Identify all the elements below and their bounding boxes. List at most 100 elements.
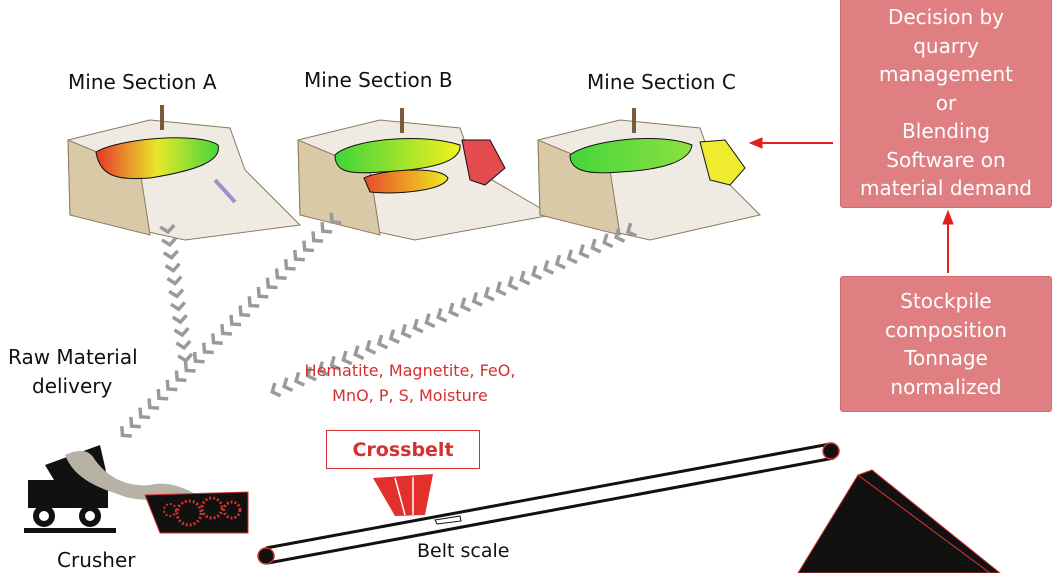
mine-section-b-label: Mine Section B bbox=[304, 68, 453, 92]
crossbelt-label-box: Crossbelt bbox=[326, 430, 480, 469]
chevron-mark bbox=[311, 231, 324, 243]
elements-line-1: Hematite, Magnetite, FeO, bbox=[304, 361, 516, 380]
chevron-mark bbox=[507, 275, 519, 291]
chevron-mark bbox=[265, 277, 278, 290]
chevron-mark bbox=[448, 302, 460, 318]
decision-line: Decision by bbox=[887, 5, 1005, 30]
chevron-mark bbox=[317, 361, 329, 377]
chevron-mark bbox=[353, 345, 365, 361]
chevron-mark bbox=[183, 361, 196, 373]
chevron-mark bbox=[293, 249, 305, 262]
chevron-mark bbox=[166, 275, 183, 286]
chevron-mark bbox=[164, 262, 181, 273]
chevron-mark bbox=[247, 296, 260, 308]
chevron-mark bbox=[302, 240, 314, 253]
chevron-mark bbox=[174, 370, 187, 383]
chevron-mark bbox=[320, 221, 333, 234]
chevron-mark bbox=[201, 342, 214, 355]
chevron-mark bbox=[156, 388, 169, 401]
raw-material-delivery-label: Raw Material delivery bbox=[8, 343, 138, 401]
decision-line: Software on bbox=[886, 147, 1006, 172]
raw-material-line-2: delivery bbox=[32, 374, 113, 398]
chevron-mark bbox=[177, 352, 194, 364]
stockpile-line: Stockpile bbox=[900, 289, 992, 313]
chevron-mark bbox=[147, 398, 160, 410]
chevron-mark bbox=[388, 329, 400, 345]
chevron-mark bbox=[270, 382, 282, 398]
chevron-mark bbox=[424, 313, 436, 329]
chevron-mark bbox=[459, 297, 472, 313]
raw-material-line-1: Raw Material bbox=[8, 345, 138, 369]
delivery-chevron-arrows bbox=[120, 212, 638, 438]
chevron-mark bbox=[138, 407, 151, 420]
chevron-mark bbox=[341, 350, 353, 366]
chevron-mark bbox=[554, 254, 566, 270]
mine-section-a-illustration bbox=[67, 105, 302, 241]
mine-section-c-illustration bbox=[537, 108, 761, 241]
chevron-mark bbox=[519, 270, 531, 286]
chevron-mark bbox=[495, 281, 507, 297]
chevron-mark bbox=[625, 222, 638, 238]
chevron-mark bbox=[329, 212, 342, 225]
mine-section-c-label: Mine Section C bbox=[587, 70, 736, 94]
stockpile-line: composition bbox=[885, 317, 1007, 342]
chevron-mark bbox=[305, 366, 317, 382]
chevron-mark bbox=[578, 243, 590, 259]
chevron-mark bbox=[400, 323, 412, 339]
stockpile-line: normalized bbox=[890, 374, 1002, 399]
chevron-mark bbox=[542, 259, 555, 275]
chevron-mark bbox=[161, 236, 178, 248]
chevron-mark bbox=[471, 291, 483, 307]
chevron-mark bbox=[129, 416, 141, 429]
chevron-mark bbox=[283, 259, 296, 271]
stockpile-composition-box: Stockpile composition Tonnage normalized bbox=[840, 276, 1052, 412]
chevron-mark bbox=[169, 301, 187, 312]
chevron-mark bbox=[162, 249, 179, 261]
red-flow-arrows bbox=[748, 137, 954, 273]
chevron-mark bbox=[120, 426, 132, 438]
decision-line: material demand bbox=[860, 176, 1032, 201]
conveyor-belt bbox=[257, 442, 840, 565]
decision-box: Decision by quarry management or Blendin… bbox=[840, 0, 1052, 208]
chevron-mark bbox=[602, 233, 614, 249]
chevron-mark bbox=[282, 377, 294, 393]
decision-line: or bbox=[935, 90, 957, 115]
decision-line: quarry bbox=[913, 33, 979, 58]
chevron-mark bbox=[159, 223, 176, 235]
crusher-label: Crusher bbox=[57, 548, 136, 572]
chevron-mark bbox=[365, 339, 377, 355]
belt-scale-label: Belt scale bbox=[417, 540, 510, 562]
chevron-mark bbox=[531, 265, 543, 281]
chevron-mark bbox=[229, 314, 242, 327]
chevron-mark bbox=[293, 371, 306, 387]
chevron-mark bbox=[274, 268, 287, 281]
chevron-mark bbox=[192, 351, 205, 364]
crusher-icon bbox=[144, 491, 249, 534]
stockpile-line: Tonnage bbox=[904, 346, 988, 370]
chevron-mark bbox=[238, 305, 251, 318]
chevron-mark bbox=[376, 334, 389, 350]
mine-section-a-label: Mine Section A bbox=[68, 70, 217, 94]
chevron-mark bbox=[329, 355, 341, 371]
decision-line: management bbox=[879, 62, 1013, 87]
dump-truck-icon bbox=[24, 445, 205, 533]
mine-section-b-illustration bbox=[297, 108, 554, 241]
chevron-mark bbox=[165, 379, 178, 392]
decision-line: Blending bbox=[902, 119, 990, 144]
chevron-mark bbox=[412, 318, 424, 334]
chevron-mark bbox=[168, 288, 185, 299]
chevron-mark bbox=[436, 307, 448, 323]
chevron-mark bbox=[220, 323, 233, 336]
chevron-mark bbox=[171, 314, 188, 325]
chevron-mark bbox=[256, 286, 269, 299]
chevron-mark bbox=[175, 339, 192, 351]
chevron-mark bbox=[614, 227, 626, 243]
elements-line-2: MnO, P, S, Moisture bbox=[332, 386, 488, 405]
chevron-mark bbox=[566, 249, 578, 265]
chevron-mark bbox=[590, 238, 602, 254]
chevron-mark bbox=[173, 326, 190, 338]
analyzed-elements-text: Hematite, Magnetite, FeO, MnO, P, S, Moi… bbox=[290, 358, 530, 408]
stockpile-icon bbox=[797, 469, 1001, 573]
chevron-mark bbox=[483, 286, 495, 302]
